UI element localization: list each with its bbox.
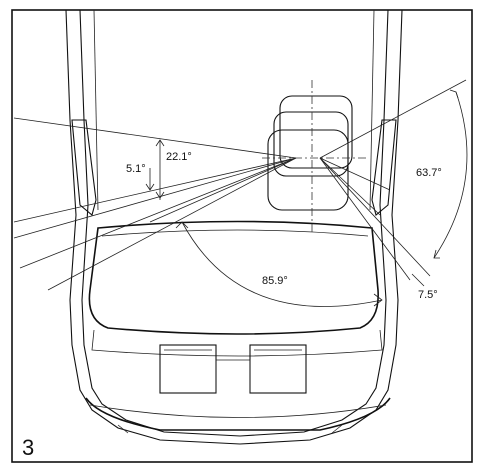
car-body (65, 9, 403, 445)
angle-label-5-1: 5.1° (126, 163, 146, 175)
sight-lines-right (319, 79, 467, 281)
driver-seat (262, 80, 366, 235)
angle-label-7-5: 7.5° (418, 289, 438, 301)
figure-frame (11, 9, 473, 463)
figure-number: 3 (22, 435, 34, 460)
angle-label-63-7: 63.7° (416, 167, 442, 179)
angle-label-22-1: 22.1° (166, 151, 192, 163)
angle-arcs (145, 89, 468, 307)
sight-lines-left (13, 117, 297, 291)
angle-label-85-9: 85.9° (262, 275, 288, 287)
